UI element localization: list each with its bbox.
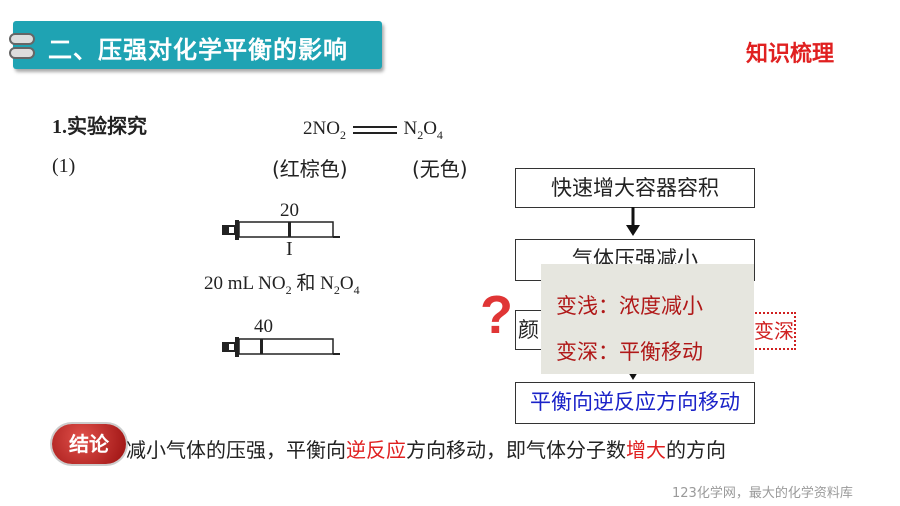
subscript: 2 <box>333 282 340 297</box>
flow-step-4: 平衡向逆反应方向移动 <box>515 382 755 424</box>
subscript: 2 <box>339 127 346 142</box>
color-right: (无色) <box>412 157 468 181</box>
section-label: 知识梳理 <box>746 42 835 67</box>
text: 和 N <box>291 273 334 294</box>
text: 的方向 <box>666 438 726 462</box>
subscript: 4 <box>353 282 360 297</box>
marker: I <box>286 238 293 260</box>
syringe2-label: 40 <box>254 316 273 337</box>
text: 减小气体的压强，平衡向 <box>126 438 346 462</box>
sample-label: 20 mL NO2 和 N2O4 <box>204 268 360 298</box>
syringe-icon <box>222 337 340 357</box>
section-title: 二、压强对化学平衡的影响 <box>48 36 348 64</box>
binder-ring-icon <box>9 33 35 45</box>
subscript: 2 <box>285 282 292 297</box>
equation: 2NO2 N2O4 <box>303 118 443 143</box>
section-banner <box>9 21 382 69</box>
highlight: 逆反应 <box>346 438 406 462</box>
text: 方向移动，即气体分子数 <box>406 438 626 462</box>
subscript: 2 <box>417 127 424 142</box>
arrow-down-icon <box>628 372 638 380</box>
popup-line-1: 变浅：浓度减小 <box>556 294 703 318</box>
binder-ring-icon <box>9 47 35 59</box>
product: N <box>403 118 418 139</box>
text: 20 mL NO <box>204 273 286 294</box>
experiment-heading: 1.实验探究 <box>52 116 147 138</box>
reactant: 2NO <box>303 118 340 139</box>
explanation-popup <box>541 264 754 374</box>
arrow-down-icon <box>626 207 640 236</box>
popup-line-2: 变深：平衡移动 <box>556 340 703 364</box>
syringe1-label: 20 <box>280 200 299 221</box>
conclusion-badge: 结论 <box>52 424 126 464</box>
text: O <box>339 273 354 294</box>
watermark: 123化学网，最大的化学资料库 <box>672 486 853 501</box>
color-left: (红棕色) <box>272 157 348 181</box>
highlight: 增大 <box>626 438 666 462</box>
equilibrium-arrow-icon <box>351 125 399 135</box>
syringe-icon <box>222 220 340 240</box>
item-number: (1) <box>52 155 76 177</box>
flow-step-3-result: 变深 <box>752 312 796 350</box>
conclusion-text: 减小气体的压强，平衡向逆反应方向移动，即气体分子数增大的方向 <box>126 434 726 463</box>
subscript: 4 <box>436 127 443 142</box>
question-mark-icon: ? <box>480 285 513 345</box>
flow-step-1: 快速增大容器容积 <box>515 168 755 208</box>
product: O <box>423 118 437 139</box>
